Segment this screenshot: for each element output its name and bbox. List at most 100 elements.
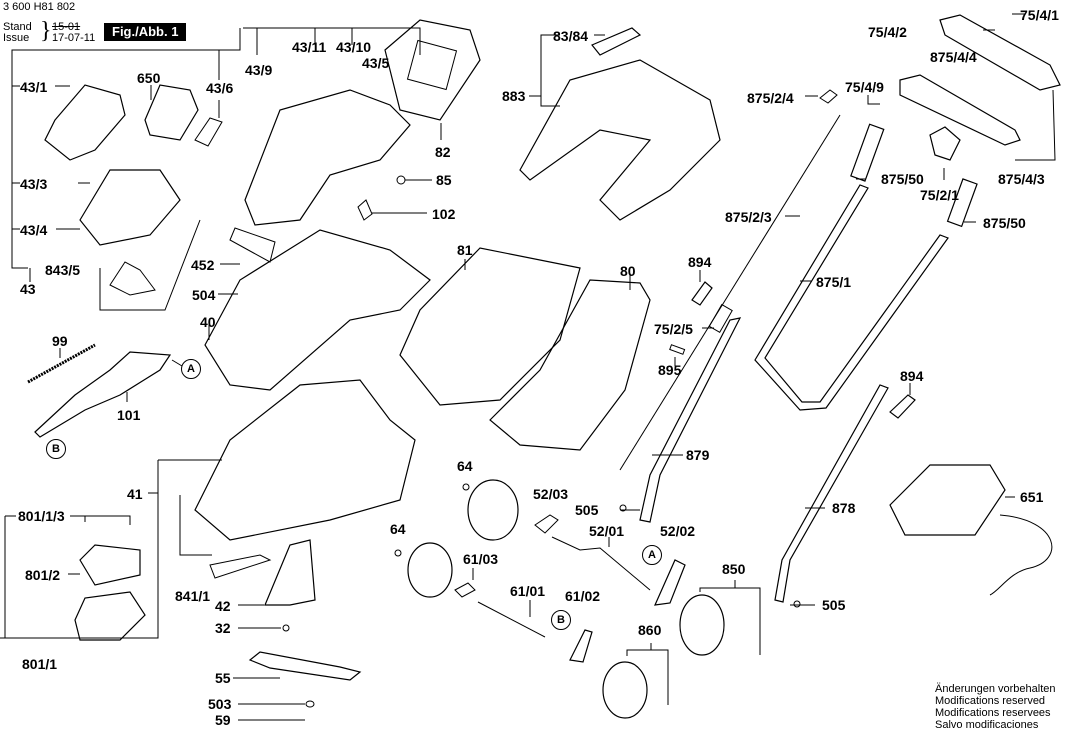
part-83-84-handle-grip — [591, 27, 642, 56]
modification-notes: Änderungen vorbehalten Modifications res… — [935, 683, 1055, 731]
part-85-spring — [396, 175, 406, 185]
label-651: 651 — [1020, 489, 1044, 505]
part-52-01-axle — [551, 536, 651, 591]
part-101-lever — [34, 351, 172, 438]
part-875-50b-sleeve — [946, 178, 978, 228]
part-875-4-3-handle-bar — [899, 74, 1021, 146]
label-843-5: 843/5 — [45, 262, 81, 278]
label-43-5: 43/5 — [362, 55, 390, 71]
part-875-50a-sleeve — [850, 123, 885, 182]
label-43-1: 43/1 — [20, 79, 48, 95]
part-895-pin — [669, 344, 686, 355]
part-879-lower-handle-left — [639, 317, 742, 523]
part-32-screw — [282, 624, 290, 632]
label-801-2: 801/2 — [25, 567, 61, 583]
date-superseded: 15-01 — [52, 21, 81, 33]
label-64-upper: 64 — [457, 458, 473, 474]
part-75-2-1-sleeve — [929, 126, 961, 161]
label-59: 59 — [215, 712, 231, 728]
part-651-charger — [889, 464, 1006, 536]
part-875-2-3-cable — [619, 114, 841, 471]
label-52-02: 52/02 — [660, 523, 696, 539]
label-102: 102 — [432, 206, 456, 222]
label-64-lower: 64 — [390, 521, 406, 537]
label-83-84: 83/84 — [553, 28, 589, 44]
label-43-6: 43/6 — [206, 80, 234, 96]
part-61-02-lever — [569, 629, 593, 663]
part-894b-knob — [889, 394, 916, 419]
part-43-6-key — [194, 117, 223, 147]
part-61-01-axle — [477, 601, 546, 638]
label-505-lower: 505 — [822, 597, 846, 613]
part-875-2-4-switch — [819, 89, 838, 104]
label-82: 82 — [435, 144, 451, 160]
charger-cable — [989, 514, 1053, 596]
label-452: 452 — [191, 257, 215, 273]
label-52-03: 52/03 — [533, 486, 569, 502]
label-894-upper: 894 — [688, 254, 712, 270]
label-85: 85 — [436, 172, 452, 188]
label-895: 895 — [658, 362, 682, 378]
label-32: 32 — [215, 620, 231, 636]
part-61-03-bushing — [454, 582, 476, 598]
note-en: Modifications reserved — [935, 695, 1046, 707]
rear-wheel-right — [679, 594, 725, 656]
label-61-01: 61/01 — [510, 583, 546, 599]
part-503-washer — [305, 700, 315, 708]
issue-label: Issue — [3, 32, 30, 44]
part-841-1-fins — [209, 554, 272, 579]
part-505a-screw — [619, 504, 627, 512]
label-883: 883 — [502, 88, 526, 104]
figure-label: Fig./Abb. 1 — [104, 23, 187, 41]
label-875-2-3: 875/2/3 — [725, 209, 772, 225]
front-wheel-left — [407, 542, 453, 598]
label-875-4-4: 875/4/4 — [930, 49, 977, 65]
reference-marker-b: B — [46, 439, 66, 459]
label-75-4-9: 75/4/9 — [845, 79, 884, 95]
label-875-50-upper: 875/50 — [881, 171, 924, 187]
note-de: Änderungen vorbehalten — [935, 683, 1056, 695]
label-860: 860 — [638, 622, 662, 638]
note-es: Salvo modificaciones — [935, 719, 1039, 731]
label-41: 41 — [127, 486, 143, 502]
part-505b-screw — [793, 600, 801, 608]
part-878-lower-handle-right — [774, 384, 889, 603]
part-43-4-holder — [79, 169, 181, 246]
front-wheel-right — [602, 661, 648, 719]
part-875-1-upper-handle — [754, 184, 949, 411]
label-878: 878 — [832, 500, 856, 516]
part-80-catcher-outer — [489, 279, 651, 451]
label-894-lower: 894 — [900, 368, 924, 384]
part-801-2-electronics — [79, 544, 141, 586]
part-843-5-connector — [109, 261, 156, 296]
label-875-50-lower: 875/50 — [983, 215, 1026, 231]
part-75-2-5-clamp — [708, 303, 733, 333]
part-64b-nut — [394, 549, 402, 557]
part-81-catcher-inner — [399, 247, 581, 406]
label-55: 55 — [215, 670, 231, 686]
reference-marker-a: A — [181, 359, 201, 379]
label-80: 80 — [620, 263, 636, 279]
label-875-1: 875/1 — [816, 274, 852, 290]
part-883-catcher-lid — [519, 59, 721, 221]
label-801-1: 801/1 — [22, 656, 58, 672]
part-75-4-1-cover — [939, 14, 1061, 91]
label-801-1-3: 801/1/3 — [18, 508, 65, 524]
part-55-blade — [248, 651, 362, 681]
label-43: 43 — [20, 281, 36, 297]
label-503: 503 — [208, 696, 232, 712]
part-102-clip — [357, 199, 373, 221]
part-52-03-bushing — [534, 514, 559, 534]
label-875-4-3: 875/4/3 — [998, 171, 1045, 187]
label-75-4-2: 75/4/2 — [868, 24, 907, 40]
rear-wheel-left — [467, 479, 519, 541]
part-43-5-housing — [244, 89, 411, 226]
label-40: 40 — [200, 314, 216, 330]
label-43-11: 43/11 — [292, 39, 327, 55]
document-number: 3 600 H81 802 — [3, 1, 76, 13]
label-43-9: 43/9 — [245, 62, 273, 78]
part-40-main-housing — [204, 229, 431, 391]
stand-label: Stand — [3, 21, 32, 33]
reference-marker-a: A — [642, 545, 662, 565]
